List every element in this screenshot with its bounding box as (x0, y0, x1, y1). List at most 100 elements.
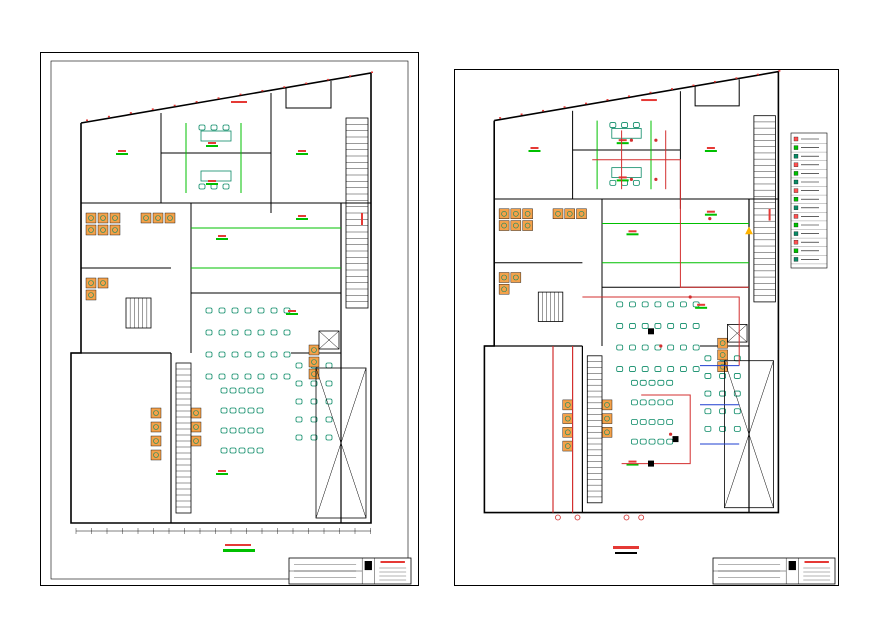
dimension-mark (283, 86, 286, 88)
outlet-symbol (708, 217, 712, 221)
chair (629, 323, 636, 329)
chair (283, 329, 291, 336)
chair (256, 407, 264, 414)
desk (200, 170, 232, 182)
dimension-mark (129, 112, 132, 114)
chair (325, 380, 333, 387)
chair (609, 122, 617, 128)
riser-symbol (574, 514, 581, 521)
toilet-fixture (88, 227, 94, 233)
room-tag (296, 153, 308, 155)
room-tag (216, 473, 228, 475)
chair (247, 427, 255, 434)
toilet-tile (140, 212, 152, 224)
chair (256, 427, 264, 434)
toilet-tile (562, 427, 574, 438)
chair (283, 373, 291, 380)
room-tag-red (530, 147, 539, 149)
chair (283, 351, 291, 358)
chair (657, 419, 665, 425)
left-floor-plan (50, 60, 412, 585)
room-tag (216, 238, 228, 240)
chair (247, 407, 255, 414)
toilet-tile (498, 272, 510, 283)
room-tag-red (218, 235, 226, 237)
room-tag-red (118, 150, 126, 152)
toilet-fixture (100, 227, 106, 233)
plan-label-red (225, 544, 251, 546)
pipe-red (592, 159, 749, 288)
dimension-mark (670, 88, 673, 90)
toilet-tile (109, 212, 121, 224)
legend-symbol (793, 248, 799, 253)
chair (205, 329, 213, 336)
chair (256, 387, 264, 394)
room-tag (616, 179, 629, 182)
legend-symbol (793, 205, 799, 210)
toilet-tile (717, 337, 728, 349)
label-red (361, 213, 363, 225)
toilet-fixture (719, 340, 726, 346)
chair (667, 366, 675, 372)
room-tag-red (628, 460, 637, 463)
chair (295, 434, 303, 441)
toilet-tile (498, 284, 510, 295)
legend-symbol (793, 171, 799, 176)
legend-symbol (793, 136, 799, 142)
plan-label (223, 549, 255, 552)
dimension-mark (173, 104, 176, 107)
dimension-mark (349, 75, 352, 77)
chair (641, 366, 649, 372)
chair (270, 351, 278, 358)
chair (733, 425, 741, 432)
left-drawing-sheet (40, 52, 419, 586)
chair (295, 398, 303, 405)
panel-symbol (648, 328, 654, 335)
chair (641, 301, 649, 308)
toilet-tile (190, 407, 202, 419)
chair (630, 379, 638, 386)
toilet-tile (150, 449, 162, 461)
elevator (318, 330, 340, 350)
toilet-tile (717, 349, 728, 361)
toilet-tile (97, 224, 109, 236)
chair (325, 362, 333, 369)
desk (611, 128, 642, 139)
chair (244, 307, 252, 314)
chair (325, 434, 333, 441)
toilet-fixture (555, 211, 561, 217)
toilet-tile (562, 399, 574, 411)
toilet-fixture (501, 286, 507, 293)
room-tag-red (208, 142, 216, 144)
wall-notch (285, 81, 332, 109)
chair (657, 379, 665, 386)
chair (231, 329, 239, 336)
chair (257, 329, 265, 336)
chair (257, 373, 265, 380)
chair (238, 447, 246, 454)
legend-symbol (793, 154, 799, 159)
chair (229, 407, 237, 414)
chair (630, 399, 638, 406)
toilet-fixture (719, 352, 726, 358)
outlet-symbol (629, 138, 633, 142)
chair (616, 323, 624, 329)
toilet-fixture (513, 222, 519, 229)
toilet-tile (498, 208, 510, 220)
panel-symbol (672, 436, 679, 443)
chair (616, 366, 624, 372)
toilet-tile (522, 208, 533, 220)
dimension-mark (195, 101, 198, 103)
chair (733, 390, 741, 397)
dimension-mark (261, 89, 264, 92)
chair (704, 425, 712, 432)
toilet-tile (510, 272, 522, 283)
toilet-tile (552, 208, 564, 220)
outlet-symbol (654, 138, 658, 142)
chair (641, 323, 649, 329)
toilet-tile (150, 435, 162, 447)
legend-symbol (793, 240, 799, 245)
chair (704, 373, 712, 379)
chair (648, 438, 656, 445)
toilet-fixture (311, 347, 317, 353)
